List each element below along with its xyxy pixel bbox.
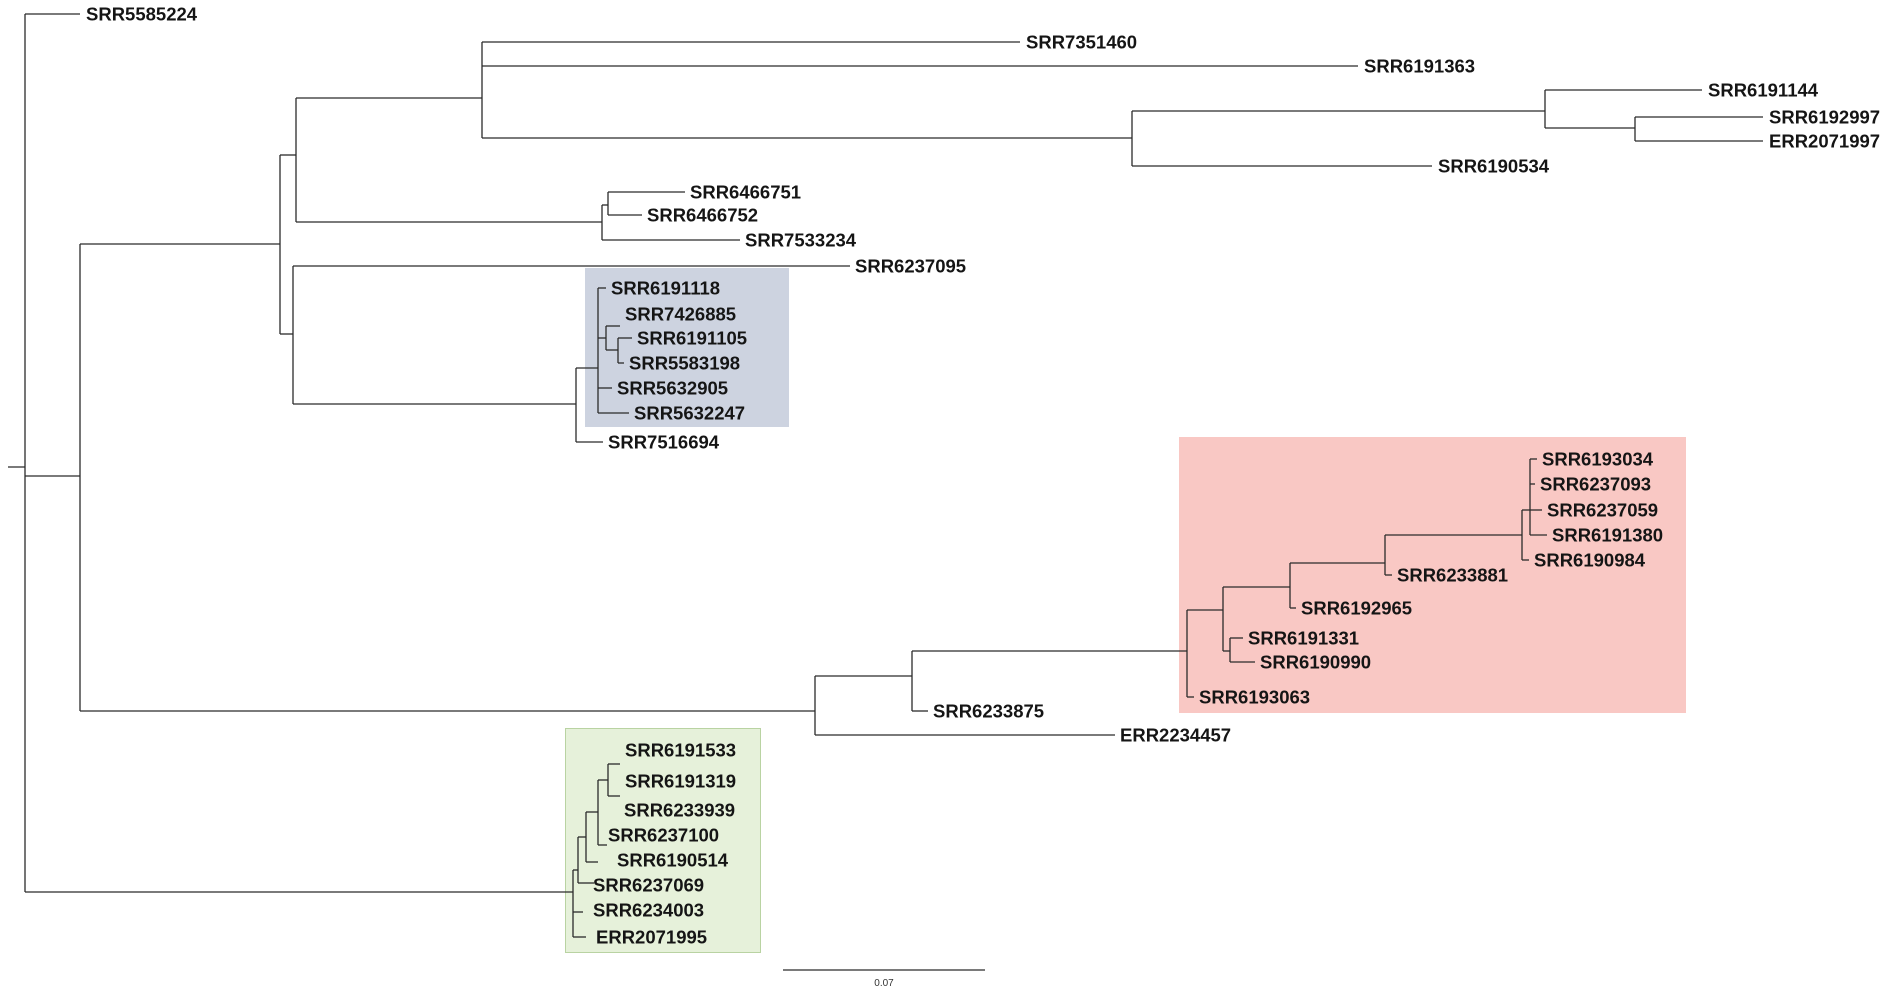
leaf-label: SRR6192965 [1301,598,1412,619]
leaf-label: SRR6237095 [855,256,966,277]
leaf-label: SRR6191533 [625,740,736,761]
leaf-label: SRR6191144 [1708,80,1819,101]
leaf-label: SRR6191363 [1364,56,1475,77]
scale-bar: 0.07 [783,969,985,989]
leaf-label: SRR6193063 [1199,687,1310,708]
leaf-label: SRR6466751 [690,182,801,203]
leaf-label: SRR6190990 [1260,652,1371,673]
leaf-label: ERR2071997 [1769,131,1880,152]
leaf-label: SRR6191105 [637,328,747,349]
leaf-labels: SRR5585224 SRR7351460 SRR6191363 SRR6191… [86,4,1880,948]
leaf-label: SRR6237093 [1540,474,1651,495]
leaf-label: SRR7533234 [745,230,857,251]
leaf-label: SRR5632905 [617,378,728,399]
leaf-label: SRR6191331 [1248,628,1359,649]
leaf-label: SRR7426885 [625,304,736,325]
scale-bar-label: 0.07 [874,978,894,989]
leaf-label: SRR6237100 [608,825,719,846]
leaf-label: SRR6192997 [1769,107,1880,128]
leaf-label: SRR5585224 [86,4,198,25]
leaf-label: SRR7351460 [1026,32,1137,53]
leaf-label: SRR7516694 [608,432,720,453]
leaf-label: SRR6466752 [647,205,758,226]
leaf-label: ERR2234457 [1120,725,1231,746]
leaf-label: SRR6234003 [593,900,704,921]
leaf-label: SRR6233881 [1397,565,1508,586]
leaf-label: SRR5583198 [629,353,740,374]
clade-highlight-blue [585,268,789,427]
tree-branches [8,13,1763,938]
leaf-label: SRR6191380 [1552,525,1663,546]
leaf-label: SRR6191118 [611,278,720,299]
leaf-label: SRR6190534 [1438,156,1550,177]
clade-highlight-red [1179,437,1686,713]
leaf-label: SRR6233875 [933,701,1044,722]
leaf-label: SRR5632247 [634,403,745,424]
leaf-label: SRR6190984 [1534,550,1646,571]
leaf-label: SRR6237069 [593,875,704,896]
leaf-label: SRR6191319 [625,771,736,792]
leaf-label: ERR2071995 [596,927,707,948]
leaf-label: SRR6193034 [1542,449,1654,470]
leaf-label: SRR6233939 [624,800,735,821]
leaf-label: SRR6237059 [1547,500,1658,521]
leaf-label: SRR6190514 [617,850,729,871]
clade-highlight-green-border [565,728,761,953]
